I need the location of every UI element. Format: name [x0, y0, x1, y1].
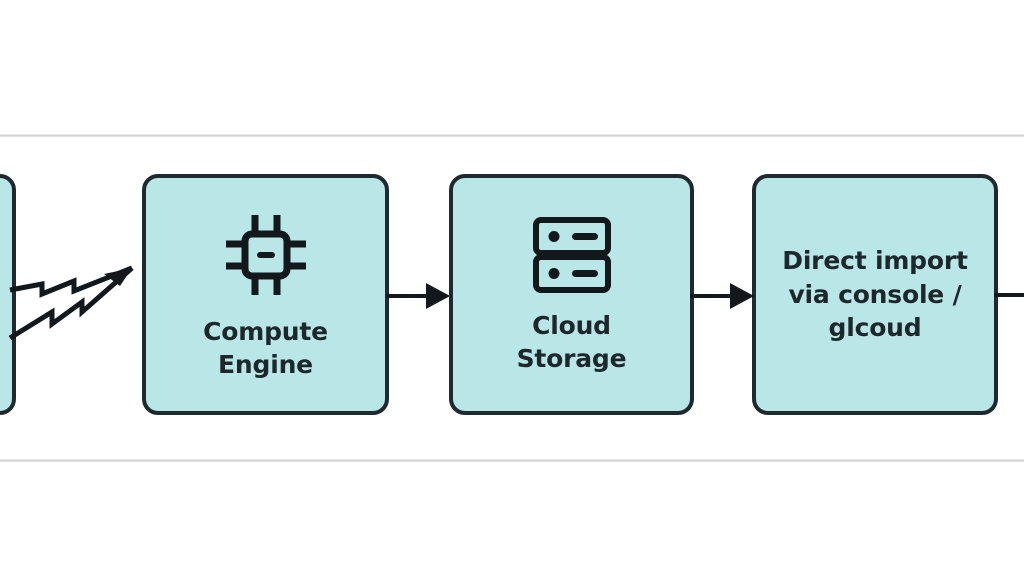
cpu-chip-icon: [220, 209, 312, 301]
server-rack-icon: [529, 215, 615, 295]
lightning-arrow-icon: [8, 265, 134, 341]
arrow-right-icon: [690, 283, 754, 309]
node-label-cloud-storage: Cloud Storage: [516, 310, 627, 373]
connector-exit-line: [994, 288, 1024, 302]
connector-lightning-arrow: [8, 250, 148, 350]
frame-separator-top: [0, 134, 1024, 137]
node-label-compute-engine: Compute Engine: [203, 316, 328, 379]
connector-arrow-storage-to-import: [690, 278, 756, 314]
connector-arrow-compute-to-storage: [386, 278, 452, 314]
node-compute-engine[interactable]: Compute Engine: [142, 174, 389, 415]
arrow-right-icon: [386, 283, 450, 309]
node-cloud-storage[interactable]: Cloud Storage: [449, 174, 694, 415]
line-right-icon: [994, 293, 1024, 297]
node-direct-import[interactable]: Direct import via console / glcoud: [752, 174, 998, 415]
node-label-direct-import: Direct import via console / glcoud: [782, 246, 968, 343]
frame-separator-bottom: [0, 459, 1024, 462]
